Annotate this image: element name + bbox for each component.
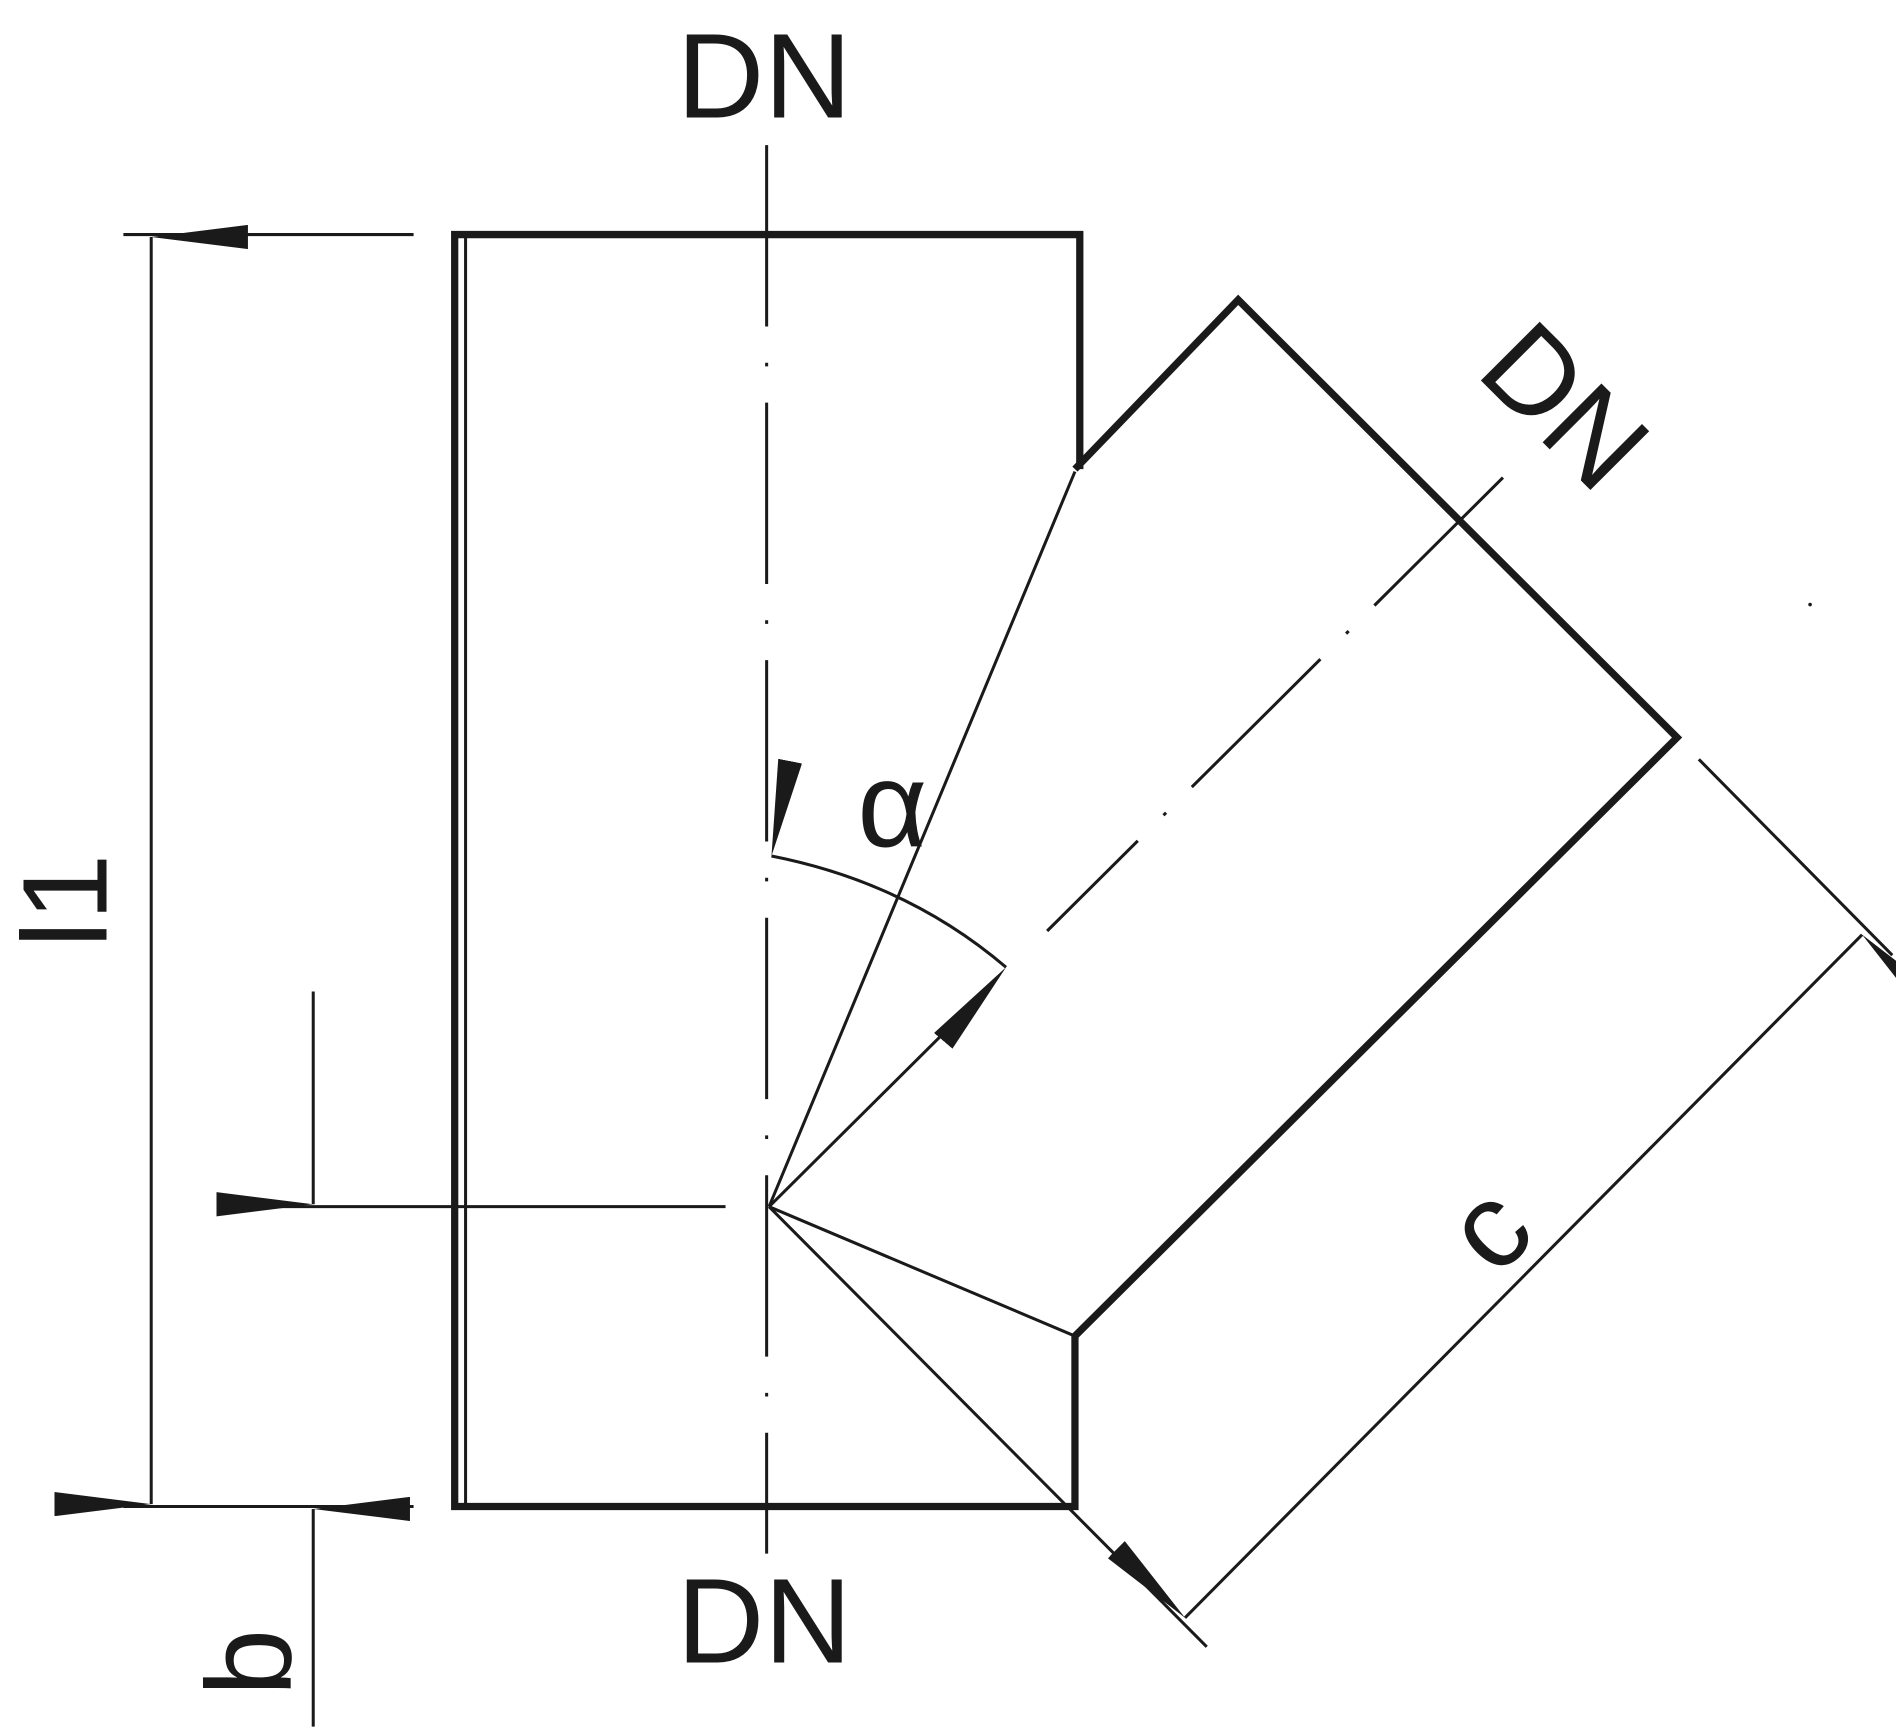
label-dn-top: DN [677,8,852,143]
label-alpha: α [857,737,927,872]
construction-lines [767,470,1208,1648]
label-b: b [181,1629,316,1696]
branch-centerline [1046,476,1505,933]
main-pipe-outline [451,230,1084,1511]
dimension-c: c [1107,758,1896,1619]
label-l1: l1 [0,854,132,948]
label-dn-bottom: DN [677,1553,852,1688]
label-dn-branch: DN [1455,296,1674,515]
dimension-b: b [181,991,726,1727]
label-c: c [1419,1159,1557,1297]
dimension-l1: l1 [0,224,414,1517]
dimension-alpha: α [771,737,1008,1049]
